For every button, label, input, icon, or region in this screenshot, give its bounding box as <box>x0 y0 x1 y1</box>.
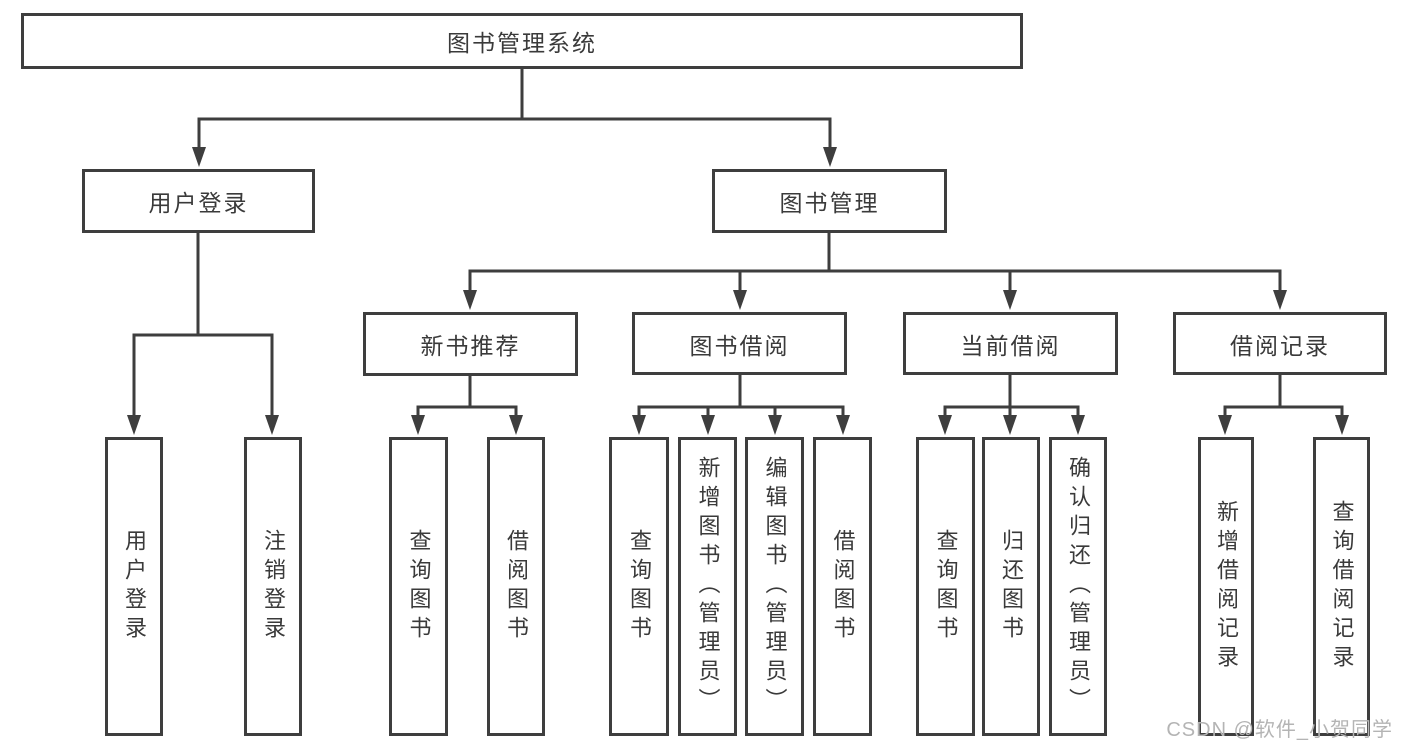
leaf-return-book-label: 归还图书 <box>999 528 1024 645</box>
leaf-newbook-borrow: 借阅图书 <box>487 437 545 736</box>
leaf-add-borrow-record: 新增借阅记录 <box>1198 437 1254 736</box>
node-borrow-records: 借阅记录 <box>1173 312 1387 375</box>
leaf-confirm-return-admin-label: 确认归还（管理员） <box>1066 456 1091 717</box>
node-book-borrow: 图书借阅 <box>632 312 847 375</box>
node-book-management-label: 图书管理 <box>779 190 880 216</box>
leaf-borrow-edit-book-admin-label: 编辑图书（管理员） <box>762 456 788 717</box>
node-new-book-recommend: 新书推荐 <box>363 312 578 376</box>
node-current-borrow-label: 当前借阅 <box>960 332 1061 359</box>
leaf-query-borrow-record-label: 查询借阅记录 <box>1329 499 1355 674</box>
leaf-user-login-label: 用户登录 <box>122 528 147 645</box>
leaf-newbook-query-label: 查询图书 <box>406 528 432 645</box>
leaf-user-login: 用户登录 <box>105 437 163 736</box>
leaf-newbook-borrow-label: 借阅图书 <box>504 528 529 645</box>
node-root-label: 图书管理系统 <box>447 30 597 56</box>
leaf-borrow-query-label: 查询图书 <box>627 528 652 645</box>
node-new-book-recommend-label: 新书推荐 <box>420 333 521 359</box>
arrowheads <box>127 147 1349 435</box>
leaf-newbook-query: 查询图书 <box>389 437 448 736</box>
leaf-borrow-book-label: 借阅图书 <box>830 528 856 645</box>
leaf-borrow-query: 查询图书 <box>609 437 669 736</box>
leaf-query-borrow-record: 查询借阅记录 <box>1313 437 1370 736</box>
leaf-borrow-book: 借阅图书 <box>813 437 872 736</box>
leaf-logout-label: 注销登录 <box>261 528 286 645</box>
leaf-borrow-add-book-admin-label: 新增图书（管理员） <box>695 456 721 717</box>
node-book-management: 图书管理 <box>712 169 947 233</box>
node-user-login-module: 用户登录 <box>82 169 315 233</box>
leaf-borrow-edit-book-admin: 编辑图书（管理员） <box>745 437 804 736</box>
leaf-borrow-add-book-admin: 新增图书（管理员） <box>678 437 737 736</box>
csdn-watermark: CSDN @软件_小贺同学 <box>1166 719 1393 741</box>
leaf-logout: 注销登录 <box>244 437 302 736</box>
node-root: 图书管理系统 <box>21 13 1023 69</box>
node-user-login-module-label: 用户登录 <box>148 190 249 216</box>
node-book-borrow-label: 图书借阅 <box>689 332 790 359</box>
node-borrow-records-label: 借阅记录 <box>1230 332 1330 359</box>
leaf-return-book: 归还图书 <box>982 437 1040 736</box>
leaf-confirm-return-admin: 确认归还（管理员） <box>1049 437 1107 736</box>
node-current-borrow: 当前借阅 <box>903 312 1118 375</box>
leaf-current-query-label: 查询图书 <box>933 528 959 645</box>
leaf-current-query: 查询图书 <box>916 437 975 736</box>
leaf-add-borrow-record-label: 新增借阅记录 <box>1214 499 1239 674</box>
